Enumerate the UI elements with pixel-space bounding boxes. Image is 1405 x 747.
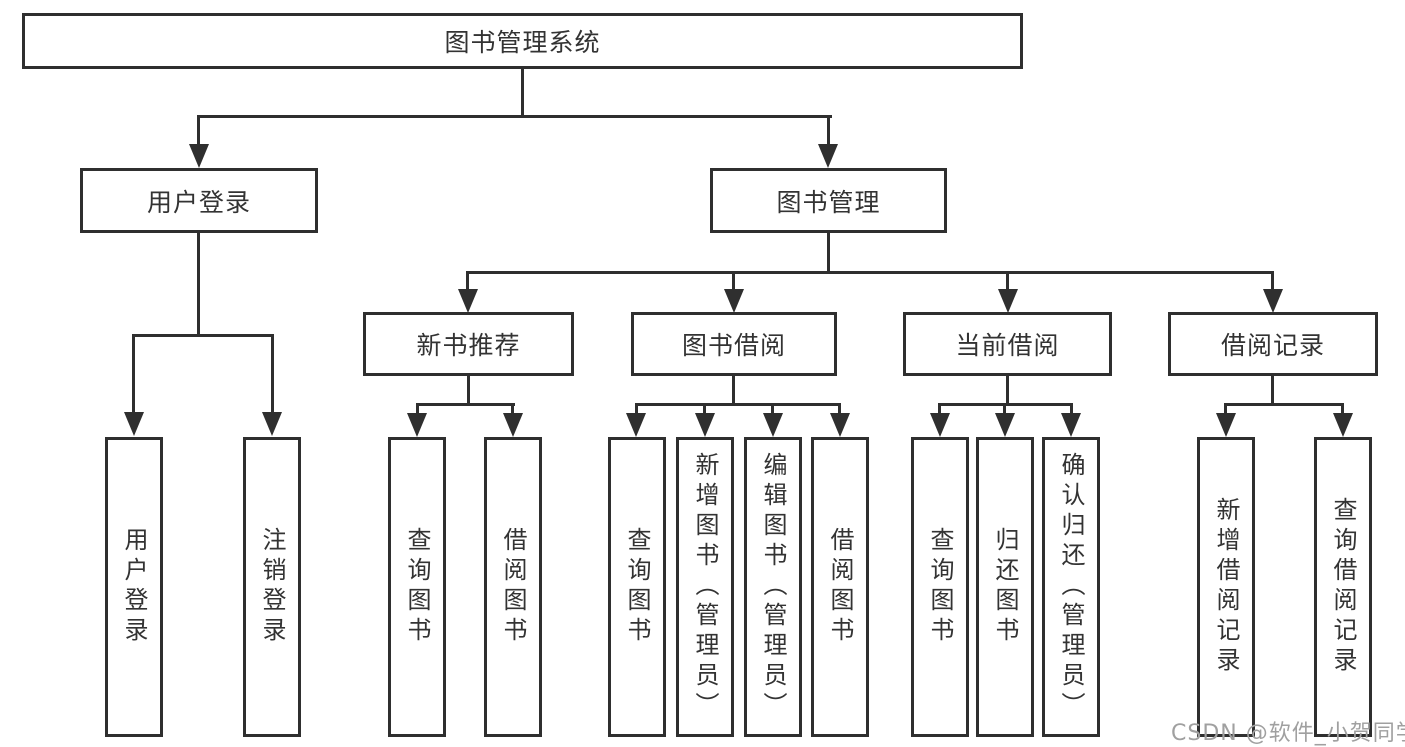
connector-line xyxy=(771,403,774,414)
arrow-down-icon xyxy=(695,413,715,437)
node-label: 图书管理 xyxy=(776,187,881,217)
connector-line xyxy=(197,233,200,336)
arrow-down-icon xyxy=(1263,289,1283,313)
arrow-down-icon xyxy=(1216,413,1236,437)
leaf-logout: 注销登录 xyxy=(243,437,301,737)
connector-line xyxy=(732,376,735,406)
leaf-label: 用户登录 xyxy=(120,527,148,647)
connector-line xyxy=(1224,403,1344,406)
arrow-down-icon xyxy=(998,289,1018,313)
leaf-add-borrow-record: 新增借阅记录 xyxy=(1197,437,1255,737)
arrow-down-icon xyxy=(830,413,850,437)
leaf-label: 注销登录 xyxy=(258,527,286,647)
connector-line xyxy=(1271,271,1274,290)
node-label: 用户登录 xyxy=(146,187,251,217)
csdn-watermark: CSDN @软件_小贺同学 xyxy=(1171,721,1405,746)
connector-line xyxy=(467,376,470,406)
connector-line xyxy=(416,403,419,414)
arrow-down-icon xyxy=(626,413,646,437)
arrow-down-icon xyxy=(262,412,282,436)
leaf-borrow-books-borrowing: 借阅图书 xyxy=(811,437,869,737)
arrow-down-icon xyxy=(407,413,427,437)
arrow-down-icon xyxy=(458,289,478,313)
connector-line xyxy=(1006,376,1009,406)
leaf-label: 借阅图书 xyxy=(826,527,854,647)
node-user-login: 用户登录 xyxy=(80,168,318,233)
node-borrowing-records: 借阅记录 xyxy=(1168,312,1378,376)
leaf-add-books-admin: 新增图书（管理员） xyxy=(676,437,734,737)
connector-line xyxy=(511,403,514,414)
node-label: 新书推荐 xyxy=(416,331,521,360)
connector-line xyxy=(635,403,841,406)
connector-line xyxy=(827,233,830,274)
connector-line xyxy=(466,271,1274,274)
connector-line xyxy=(132,334,135,413)
leaf-label: 新增图书（管理员） xyxy=(691,452,719,722)
connector-line xyxy=(271,334,274,413)
connector-line xyxy=(938,403,941,414)
leaf-query-books-borrowing: 查询图书 xyxy=(608,437,666,737)
leaf-label: 归还图书 xyxy=(991,527,1019,647)
connector-line xyxy=(1070,403,1073,414)
connector-line xyxy=(1006,271,1009,290)
arrow-down-icon xyxy=(189,144,209,168)
connector-line xyxy=(466,271,469,290)
leaf-label: 查询图书 xyxy=(926,527,954,647)
leaf-query-borrow-record: 查询借阅记录 xyxy=(1314,437,1372,737)
leaf-label: 查询图书 xyxy=(623,527,651,647)
leaf-label: 查询借阅记录 xyxy=(1329,497,1357,677)
connector-line xyxy=(416,403,515,406)
connector-line xyxy=(827,115,830,145)
arrow-down-icon xyxy=(503,413,523,437)
connector-line xyxy=(197,115,832,118)
arrow-down-icon xyxy=(995,413,1015,437)
arrow-down-icon xyxy=(1333,413,1353,437)
connector-line xyxy=(1271,376,1274,406)
arrow-down-icon xyxy=(930,413,950,437)
leaf-label: 编辑图书（管理员） xyxy=(759,452,787,722)
leaf-edit-books-admin: 编辑图书（管理员） xyxy=(744,437,802,737)
node-label: 图书借阅 xyxy=(681,331,786,360)
node-new-book-recommend: 新书推荐 xyxy=(363,312,574,376)
node-book-borrowing: 图书借阅 xyxy=(631,312,837,376)
node-book-management: 图书管理 xyxy=(710,168,947,233)
leaf-label: 新增借阅记录 xyxy=(1212,497,1240,677)
connector-line xyxy=(521,69,524,117)
leaf-label: 查询图书 xyxy=(403,527,431,647)
arrow-down-icon xyxy=(124,412,144,436)
leaf-query-books-recommend: 查询图书 xyxy=(388,437,446,737)
leaf-user-login: 用户登录 xyxy=(105,437,163,737)
node-label: 图书管理系统 xyxy=(444,28,601,57)
node-label: 借阅记录 xyxy=(1220,331,1325,360)
arrow-down-icon xyxy=(818,144,838,168)
connector-line xyxy=(1003,403,1006,414)
leaf-borrow-books-recommend: 借阅图书 xyxy=(484,437,542,737)
connector-line xyxy=(132,334,274,337)
arrow-down-icon xyxy=(724,289,744,313)
arrow-down-icon xyxy=(763,413,783,437)
node-library-management-system: 图书管理系统 xyxy=(22,13,1023,69)
connector-line xyxy=(1224,403,1227,414)
leaf-confirm-return-admin: 确认归还（管理员） xyxy=(1042,437,1100,737)
leaf-label: 借阅图书 xyxy=(499,527,527,647)
arrow-down-icon xyxy=(1061,413,1081,437)
node-current-borrowing: 当前借阅 xyxy=(903,312,1112,376)
connector-line xyxy=(1341,403,1344,414)
leaf-query-books-current: 查询图书 xyxy=(911,437,969,737)
connector-line xyxy=(197,115,200,145)
connector-line xyxy=(635,403,638,414)
leaf-label: 确认归还（管理员） xyxy=(1057,452,1085,722)
connector-line xyxy=(732,271,735,290)
connector-line xyxy=(838,403,841,414)
connector-line xyxy=(703,403,706,414)
node-label: 当前借阅 xyxy=(955,331,1060,360)
leaf-return-books: 归还图书 xyxy=(976,437,1034,737)
